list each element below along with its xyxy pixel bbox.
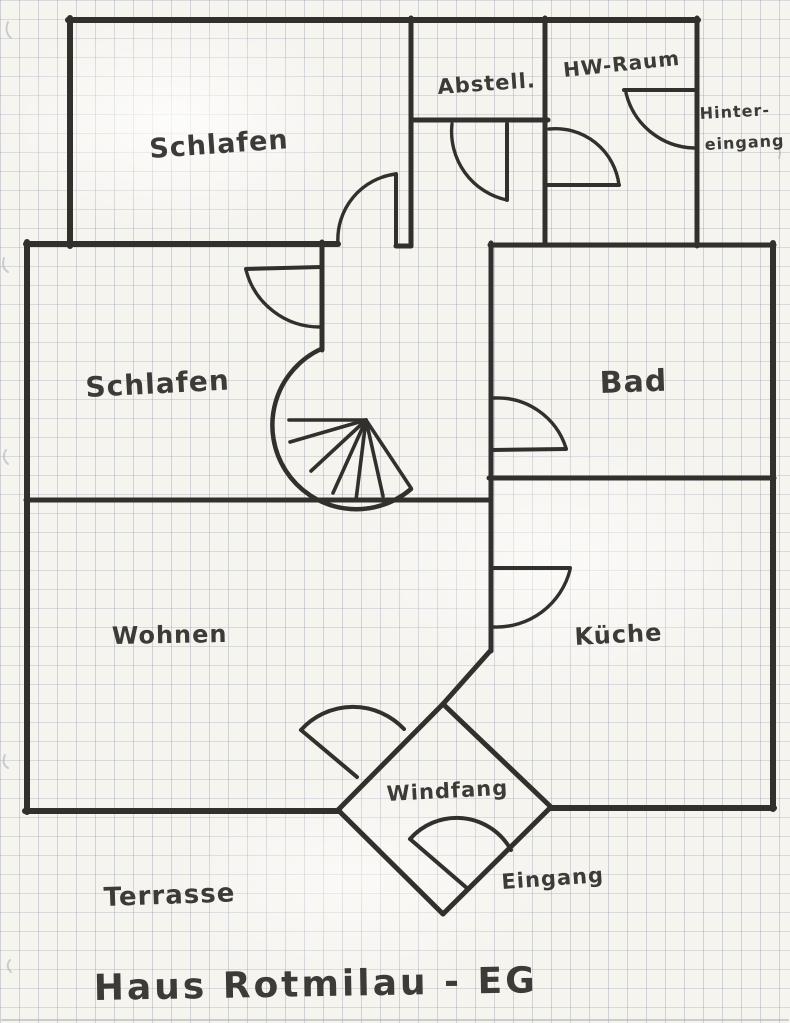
label-hw-raum: HW-Raum: [562, 46, 681, 82]
spiral-stair-step: [364, 418, 413, 490]
door-leaf: [299, 728, 359, 779]
label-windfang: Windfang: [386, 776, 509, 806]
label-kueche: Küche: [574, 618, 663, 651]
wall: [440, 701, 554, 810]
label-wohnen: Wohnen: [112, 620, 228, 650]
door-swing-arc: [299, 704, 406, 732]
label-abstell: Abstell.: [437, 68, 537, 99]
door-swing-arc: [336, 172, 398, 246]
wall: [440, 647, 494, 707]
label-plan-title: Haus Rotmilau - EG: [93, 960, 538, 1009]
spiral-stair-step: [309, 418, 368, 473]
spiral-stair-arc: [270, 346, 414, 512]
scan-artifact: [2, 257, 9, 273]
door-leaf: [408, 837, 470, 891]
label-schlafen-top: Schlafen: [148, 124, 289, 165]
door-swing-arc: [244, 268, 322, 329]
label-eingang: Eingang: [501, 863, 605, 894]
scan-artifact: [2, 754, 9, 769]
door-leaf: [490, 447, 568, 452]
scan-artifact: [6, 959, 12, 973]
spiral-stair-step: [364, 418, 385, 498]
door-swing-arc: [547, 126, 621, 187]
label-schlafen-mid: Schlafen: [85, 363, 231, 404]
scan-artifact: [5, 21, 12, 39]
wall: [440, 804, 554, 917]
door-swing-arc: [492, 396, 568, 450]
wall: [335, 701, 446, 813]
wall: [335, 807, 446, 917]
door-swing-arc: [408, 815, 513, 852]
spiral-stair-step: [288, 418, 368, 444]
label-bad: Bad: [599, 364, 668, 401]
door-swing-arc: [624, 91, 696, 150]
door-swing-arc: [492, 568, 572, 629]
scan-artifact: [2, 449, 9, 465]
spiral-stair-step: [331, 418, 368, 495]
label-hintereingang-line2: eingang: [704, 131, 785, 154]
door-swing-arc: [449, 122, 509, 202]
spiral-stair-step: [354, 418, 368, 502]
door-leaf: [244, 265, 323, 271]
scan-artifact: [775, 145, 781, 159]
label-terrasse: Terrasse: [103, 878, 236, 913]
label-hintereingang-line1: Hinter-: [699, 100, 770, 123]
